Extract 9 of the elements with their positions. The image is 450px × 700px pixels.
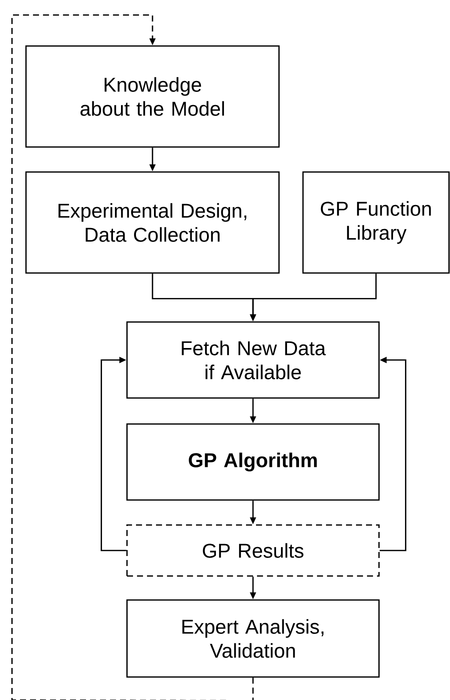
arrow (100, 356, 126, 552)
dashed-arrow (11, 14, 254, 700)
algorithm-box: GP Algorithm (126, 423, 380, 501)
result-box: GP Results (126, 524, 380, 577)
process-box: Expert Analysis, Validation (126, 599, 380, 678)
process-box: Experimental Design, Data Collection (25, 171, 280, 274)
process-box: Fetch New Data if Available (126, 321, 380, 399)
process-box: GP Function Library (302, 171, 450, 274)
process-box: Knowledge about the Model (25, 45, 280, 148)
